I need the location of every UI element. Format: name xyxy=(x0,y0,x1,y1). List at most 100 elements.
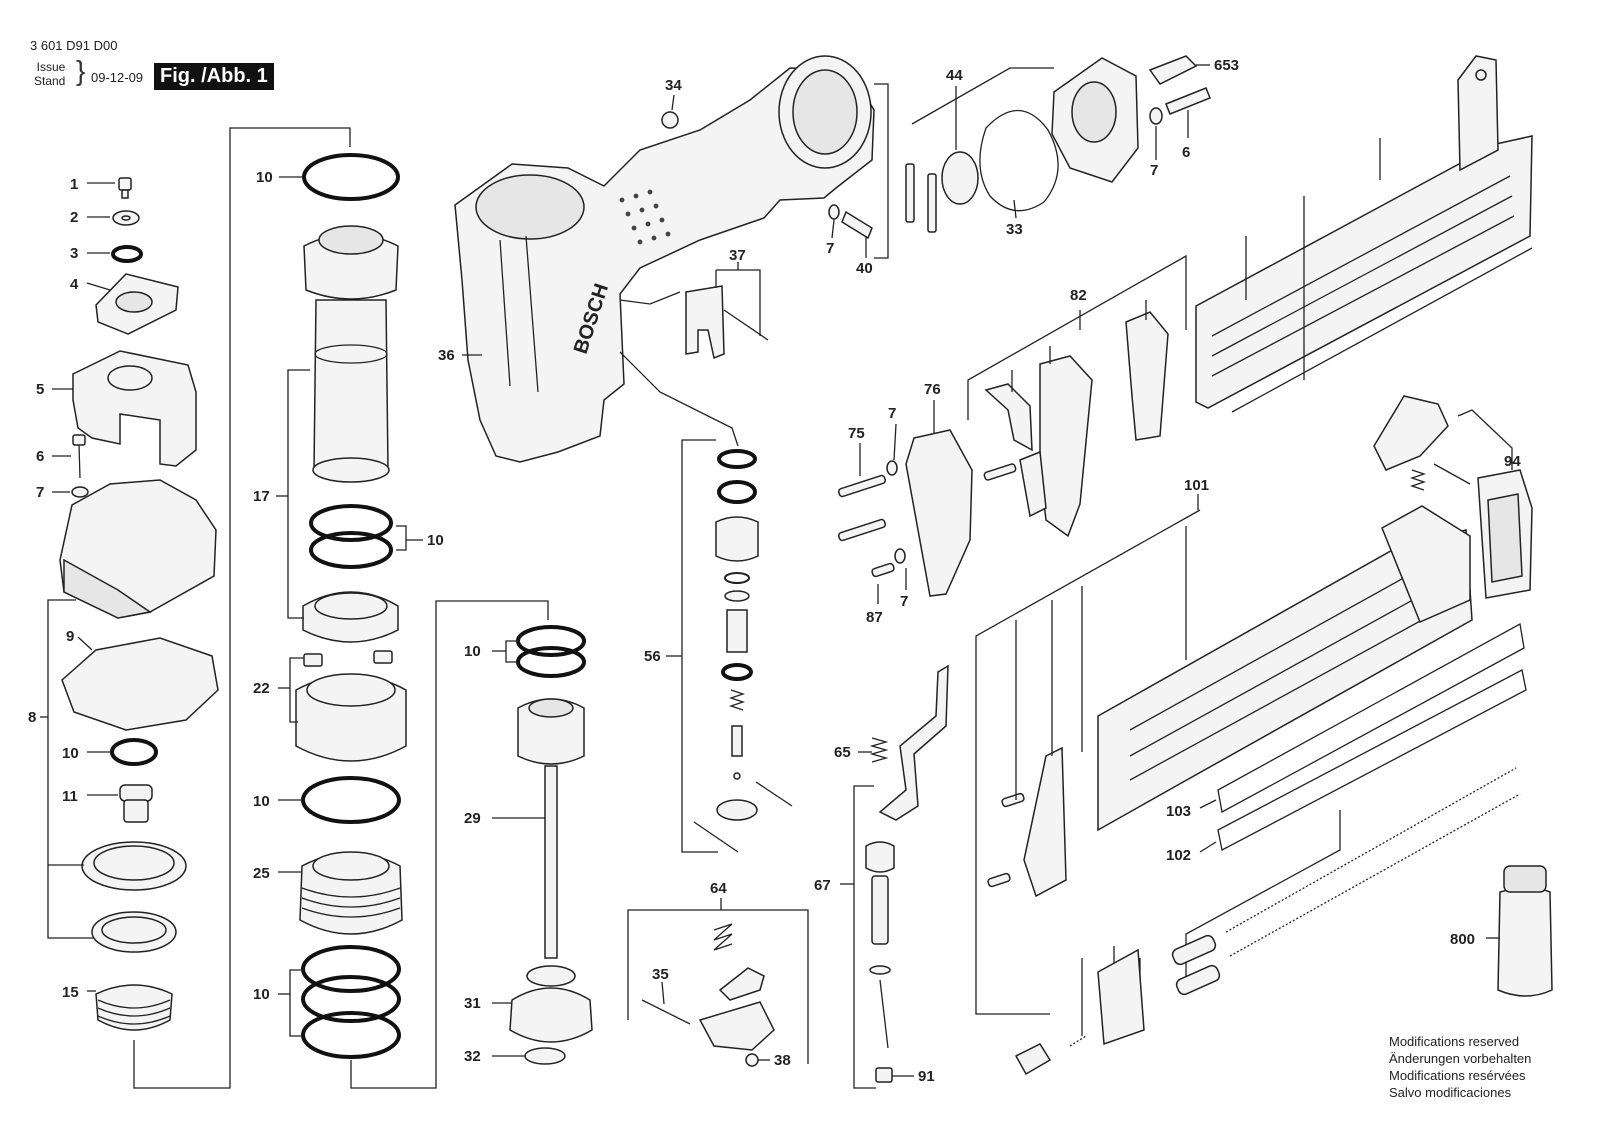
notice-de: Änderungen vorbehalten xyxy=(1389,1051,1532,1066)
callout-10-left: 10 xyxy=(62,745,79,762)
modifications-notice: Modifications reserved Änderungen vorbeh… xyxy=(1389,1033,1531,1101)
left-leaders xyxy=(40,127,351,1089)
part-cylinder-17-band xyxy=(314,344,388,364)
callout-35: 35 xyxy=(652,966,669,983)
part-magazine-101-head xyxy=(1381,505,1471,623)
part-guide-76 xyxy=(905,429,973,597)
part-oring-56c xyxy=(724,572,750,584)
part-screw-1 xyxy=(118,177,132,191)
grease-tube-800 xyxy=(1497,865,1553,997)
issue-label-en: Issue xyxy=(36,60,66,74)
housing-leaders xyxy=(462,83,889,356)
callout-40: 40 xyxy=(856,260,873,277)
callout-56: 56 xyxy=(644,648,661,665)
trigger-leaders xyxy=(619,262,761,336)
part-screw-38 xyxy=(745,1053,759,1067)
part-pin-56 xyxy=(731,725,743,757)
callout-64: 64 xyxy=(710,880,727,897)
part-plate-lower xyxy=(1097,948,1145,1046)
callout-87: 87 xyxy=(866,609,883,626)
part-cylinder-17-body xyxy=(313,299,389,479)
callout-102: 102 xyxy=(1166,847,1191,864)
callout-labels: 1 2 3 4 5 6 7 9 8 10 11 15 10 17 10 22 1… xyxy=(28,57,1521,1085)
part-feed-spring-b xyxy=(1229,793,1521,957)
part-spring-56 xyxy=(728,689,746,711)
part-buffer-31 xyxy=(509,987,593,1043)
part-pusher-b xyxy=(1175,964,1221,996)
part-cover-94-inner xyxy=(1487,493,1523,583)
part-valve-cap-4-hub xyxy=(115,291,153,313)
part-feed-spring-a xyxy=(1225,767,1517,933)
callout-91: 91 xyxy=(918,1068,935,1085)
part-cap-91 xyxy=(875,1067,893,1083)
part-rail-grooves xyxy=(1211,175,1515,377)
callout-34: 34 xyxy=(665,77,682,94)
cap-assembly xyxy=(59,177,219,1031)
valve-leaders xyxy=(619,351,739,853)
part-screw-lower-a xyxy=(1001,792,1025,808)
part-gasket-33 xyxy=(979,109,1059,212)
part-oring-3 xyxy=(111,245,143,263)
part-disc-44 xyxy=(941,151,979,205)
part-spring-15-coils xyxy=(97,999,171,1025)
issue-label-de: Stand xyxy=(34,74,66,88)
part-cover-5 xyxy=(72,350,197,467)
notice-en: Modifications reserved xyxy=(1389,1034,1520,1049)
linkage-leaders xyxy=(627,898,809,1064)
part-ring-seal-inner xyxy=(314,592,388,620)
part-latch-lower xyxy=(1023,746,1067,898)
callout-82: 82 xyxy=(1070,287,1087,304)
callout-25: 25 xyxy=(253,865,270,882)
callout-6: 6 xyxy=(36,448,44,465)
callout-4: 4 xyxy=(70,276,79,293)
callout-44: 44 xyxy=(946,67,963,84)
notice-fr: Modifications resérvées xyxy=(1389,1068,1526,1083)
callout-75: 75 xyxy=(848,425,865,442)
part-block-22b xyxy=(373,650,393,664)
part-spring-94 xyxy=(1409,469,1427,491)
part-ring-b-inner xyxy=(101,916,167,944)
part-washer-7c xyxy=(828,204,840,220)
part-pin-44a xyxy=(905,163,915,223)
part-seat-56 xyxy=(716,799,758,821)
callout-9: 9 xyxy=(66,628,74,645)
callout-5: 5 xyxy=(36,381,44,398)
safety-assembly xyxy=(865,664,949,1083)
valve-assembly xyxy=(693,449,793,853)
callout-7-mag: 7 xyxy=(888,405,896,422)
callout-101: 101 xyxy=(1184,477,1209,494)
callout-800: 800 xyxy=(1450,931,1475,948)
callout-7-rear2: 7 xyxy=(1150,162,1158,179)
part-oring-10-e2 xyxy=(516,646,586,678)
callout-8: 8 xyxy=(28,709,36,726)
part-stem-67 xyxy=(871,875,889,945)
part-screw-75b xyxy=(837,518,887,542)
part-oring-56a xyxy=(717,449,757,469)
part-latch-82 xyxy=(1039,355,1093,538)
part-spring-small xyxy=(1069,1035,1087,1047)
part-screw-1-shank xyxy=(121,189,129,199)
part-oring-56b xyxy=(717,480,757,504)
callout-11: 11 xyxy=(62,788,78,805)
part-cover-5-opening xyxy=(107,365,153,391)
piston-assembly xyxy=(509,625,593,1065)
part-nut-34 xyxy=(661,111,679,129)
part-ring-a-inner xyxy=(93,845,175,881)
part-tube-800-cap xyxy=(1503,865,1547,893)
callout-37: 37 xyxy=(729,247,746,264)
part-rod-56b xyxy=(693,821,739,853)
part-piston-29-rod xyxy=(544,765,558,959)
part-pusher-a xyxy=(1171,934,1217,966)
callout-31: 31 xyxy=(464,995,481,1012)
callout-38: 38 xyxy=(774,1052,791,1069)
part-housing-36-window xyxy=(499,235,539,393)
magazine-rail xyxy=(837,55,1533,597)
part-label-103 xyxy=(1217,622,1525,813)
callout-36: 36 xyxy=(438,347,455,364)
part-screw-6 xyxy=(72,434,86,446)
part-end-cap-bore xyxy=(1071,81,1117,143)
part-ball-56 xyxy=(733,772,741,780)
part-gasket-9 xyxy=(61,637,219,731)
callout-103: 103 xyxy=(1166,803,1191,820)
part-washer-7b xyxy=(1149,107,1163,125)
